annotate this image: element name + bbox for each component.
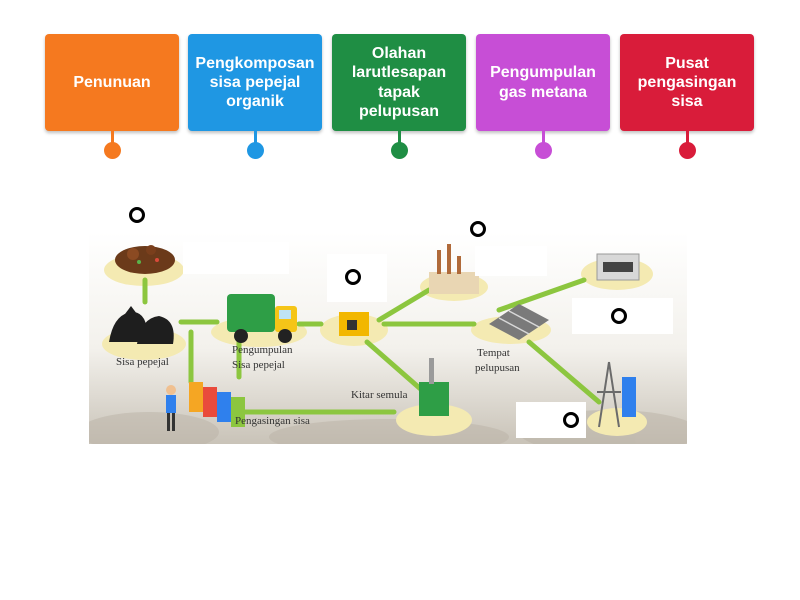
answer-card-pengkomposan[interactable]: Pengkomposan sisa pepejal organik <box>188 34 322 131</box>
stem <box>398 131 401 143</box>
stem <box>686 131 689 143</box>
target-marker[interactable] <box>129 207 145 223</box>
drag-handle-dot[interactable] <box>247 142 264 159</box>
answer-card-label: Pengumpulan gas metana <box>490 64 596 101</box>
answer-card-gas-metana[interactable]: Pengumpulan gas metana <box>476 34 610 131</box>
answer-card-penunuan[interactable]: Penunuan <box>45 34 179 131</box>
stem <box>542 131 545 143</box>
stem <box>254 131 257 143</box>
diagram-label-pelupusan: pelupusan <box>475 362 520 374</box>
drop-zone-blank[interactable] <box>183 242 289 274</box>
answer-card-olahan[interactable]: Olahan larutlesapan tapak pelupusan <box>332 34 466 131</box>
target-marker[interactable] <box>470 221 486 237</box>
target-marker[interactable] <box>345 269 361 285</box>
target-marker[interactable] <box>611 308 627 324</box>
drag-handle-dot[interactable] <box>679 142 696 159</box>
answer-card-label: Pusat pengasingan sisa <box>637 54 737 111</box>
waste-management-diagram: Sisa pepejal Pengumpulan Sisa pepejal Ki… <box>89 232 687 444</box>
answer-card-label: Olahan larutlesapan tapak pelupusan <box>351 45 447 120</box>
answer-card-label: Penunuan <box>73 73 151 91</box>
diagram-label-pengasingan-sisa: Pengasingan sisa <box>235 415 310 427</box>
diagram-illustration <box>89 232 687 444</box>
target-marker[interactable] <box>563 412 579 428</box>
drag-handle-dot[interactable] <box>104 142 121 159</box>
drag-handle-dot[interactable] <box>391 142 408 159</box>
diagram-label-pengumpulan: Pengumpulan <box>232 344 293 356</box>
diagram-label-pengumpulan-2: Sisa pepejal <box>232 359 285 371</box>
diagram-label-kitar-semula: Kitar semula <box>351 389 408 401</box>
stem <box>111 131 114 143</box>
drop-zone-blank[interactable] <box>475 246 547 276</box>
answer-card-label: Pengkomposan sisa pepejal organik <box>195 54 315 111</box>
diagram-label-tempat: Tempat <box>477 347 510 359</box>
answer-card-pengasingan[interactable]: Pusat pengasingan sisa <box>620 34 754 131</box>
drag-handle-dot[interactable] <box>535 142 552 159</box>
diagram-label-sisa-pepejal: Sisa pepejal <box>116 356 169 368</box>
